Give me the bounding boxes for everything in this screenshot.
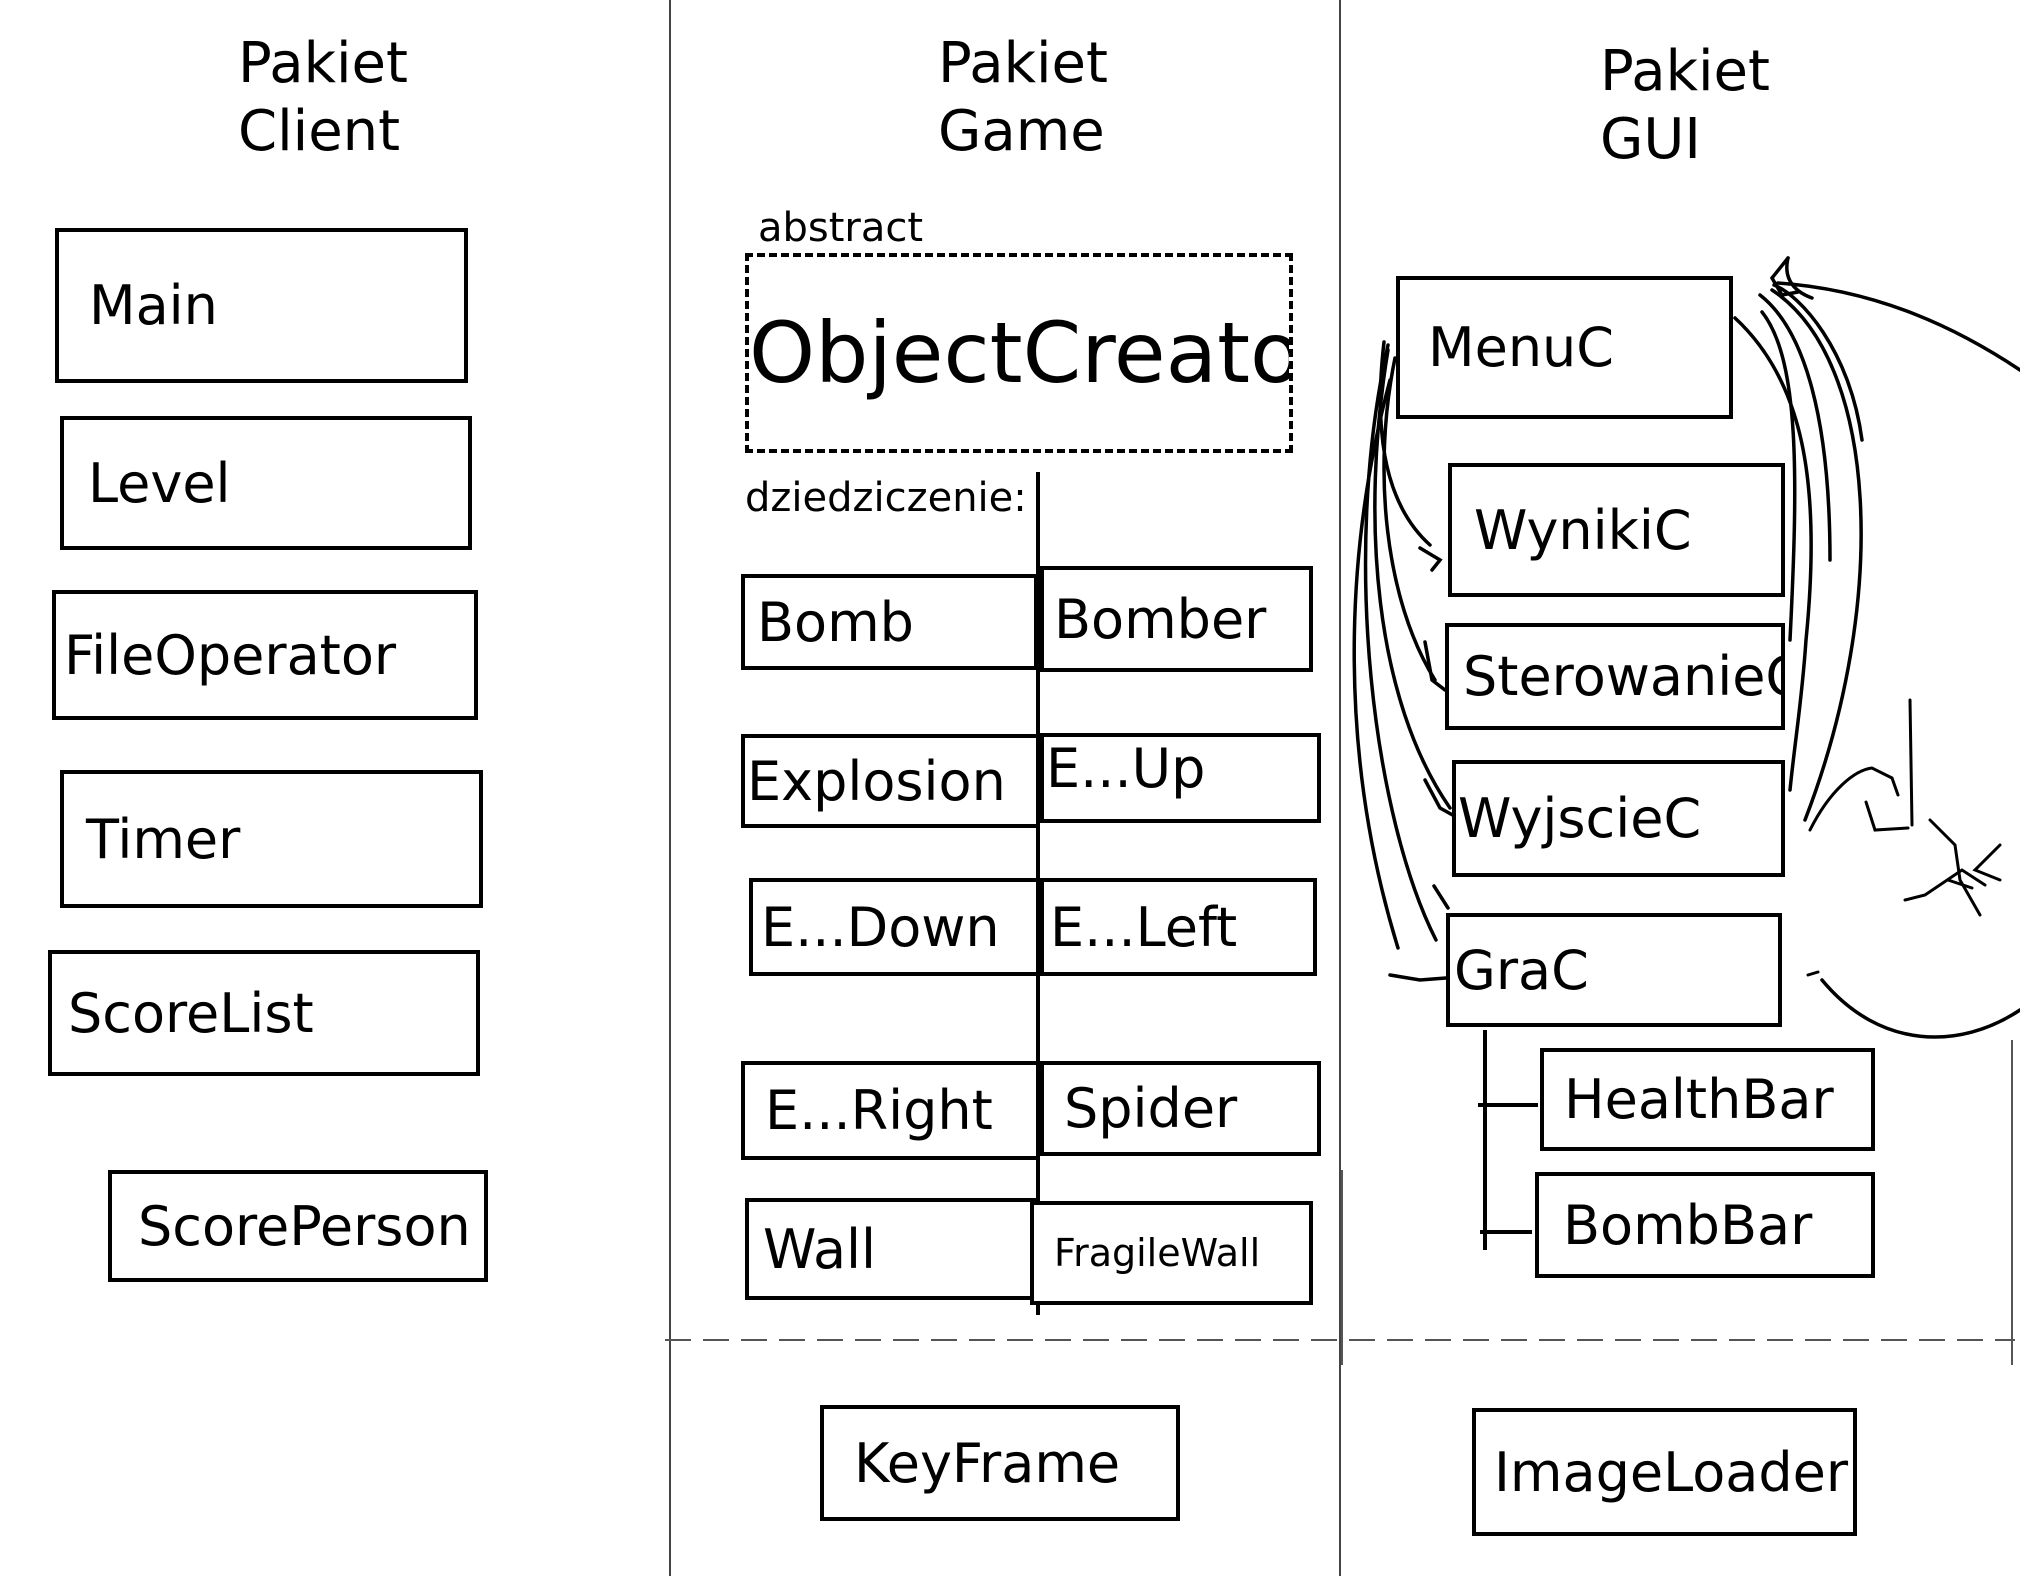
class-explosion-right-label: E...Right xyxy=(765,1079,993,1142)
class-wyjsciec-label: WyjscieC xyxy=(1458,787,1702,850)
class-explosion-down[interactable]: E...Down xyxy=(749,878,1040,976)
class-timer[interactable]: Timer xyxy=(60,770,483,908)
package-gui-header: Pakiet GUI xyxy=(1600,38,1770,175)
class-fragilewall[interactable]: FragileWall xyxy=(1030,1201,1313,1305)
class-scorelist-label: ScoreList xyxy=(68,981,314,1045)
class-scoreperson-label: ScorePerson xyxy=(138,1194,471,1258)
class-level-label: Level xyxy=(88,451,231,515)
class-grac-label: GraC xyxy=(1454,938,1589,1002)
class-bombbar[interactable]: BombBar xyxy=(1535,1172,1875,1278)
class-menuc[interactable]: MenuC xyxy=(1396,276,1733,419)
class-bomber-label: Bomber xyxy=(1054,587,1267,651)
class-fileoperator-label: FileOperator xyxy=(64,623,397,687)
class-fragilewall-label: FragileWall xyxy=(1054,1231,1261,1275)
class-fileoperator[interactable]: FileOperator xyxy=(52,590,478,720)
class-explosion-up[interactable]: E...Up xyxy=(1040,733,1321,823)
class-explosion-label: Explosion xyxy=(747,749,1006,813)
hand-drawn-arrows-left xyxy=(1352,340,1460,982)
package-game-header: Pakiet Game xyxy=(938,30,1108,167)
abstract-label: abstract xyxy=(758,205,924,251)
class-explosion-left[interactable]: E...Left xyxy=(1040,878,1317,976)
class-level[interactable]: Level xyxy=(60,416,472,550)
class-timer-label: Timer xyxy=(86,807,241,871)
class-explosion[interactable]: Explosion xyxy=(741,734,1040,828)
class-scoreperson[interactable]: ScorePerson xyxy=(108,1170,488,1282)
inheritance-label: dziedziczenie: xyxy=(745,475,1027,521)
class-bomber[interactable]: Bomber xyxy=(1040,566,1313,672)
class-bomb[interactable]: Bomb xyxy=(741,574,1038,670)
class-explosion-up-label: E...Up xyxy=(1046,737,1206,800)
package-client-line2: Client xyxy=(238,99,401,165)
class-healthbar-label: HealthBar xyxy=(1564,1068,1834,1131)
class-sterowaniec-label: SterowanieC xyxy=(1463,645,1785,708)
hand-drawn-arrows-right xyxy=(1733,256,2020,1039)
class-healthbar[interactable]: HealthBar xyxy=(1540,1048,1875,1151)
package-game-line2: Game xyxy=(938,99,1105,165)
class-explosion-right[interactable]: E...Right xyxy=(741,1061,1040,1160)
class-sterowaniec[interactable]: SterowanieC xyxy=(1445,623,1785,730)
class-objectcreator[interactable]: ObjectCreator xyxy=(745,253,1293,453)
class-wynikic[interactable]: WynikiC xyxy=(1448,463,1785,597)
package-client-line1: Pakiet xyxy=(238,31,408,96)
class-wyjsciec[interactable]: WyjscieC xyxy=(1452,760,1785,877)
class-keyframe-label: KeyFrame xyxy=(854,1431,1121,1495)
class-bombbar-label: BombBar xyxy=(1563,1193,1813,1257)
class-explosion-left-label: E...Left xyxy=(1050,895,1238,959)
class-explosion-down-label: E...Down xyxy=(761,895,1000,959)
class-imageloader[interactable]: ImageLoader xyxy=(1472,1408,1857,1536)
class-main[interactable]: Main xyxy=(55,228,468,383)
package-gui-line2: GUI xyxy=(1600,107,1701,173)
class-bomb-label: Bomb xyxy=(757,590,914,654)
class-main-label: Main xyxy=(89,274,218,337)
package-client-header: Pakiet Client xyxy=(238,30,408,167)
class-spider[interactable]: Spider xyxy=(1040,1061,1321,1156)
class-imageloader-label: ImageLoader xyxy=(1494,1440,1849,1504)
package-gui-line1: Pakiet xyxy=(1600,39,1770,104)
class-scorelist[interactable]: ScoreList xyxy=(48,950,480,1076)
package-game-line1: Pakiet xyxy=(938,31,1108,96)
class-spider-label: Spider xyxy=(1064,1077,1238,1140)
class-keyframe[interactable]: KeyFrame xyxy=(820,1405,1180,1521)
scribble-marks xyxy=(1806,698,2002,977)
class-wall[interactable]: Wall xyxy=(745,1198,1037,1300)
class-wall-label: Wall xyxy=(763,1217,877,1281)
class-wynikic-label: WynikiC xyxy=(1474,498,1692,562)
class-objectcreator-label: ObjectCreator xyxy=(749,304,1293,402)
class-grac[interactable]: GraC xyxy=(1446,913,1782,1027)
class-menuc-label: MenuC xyxy=(1428,316,1614,379)
